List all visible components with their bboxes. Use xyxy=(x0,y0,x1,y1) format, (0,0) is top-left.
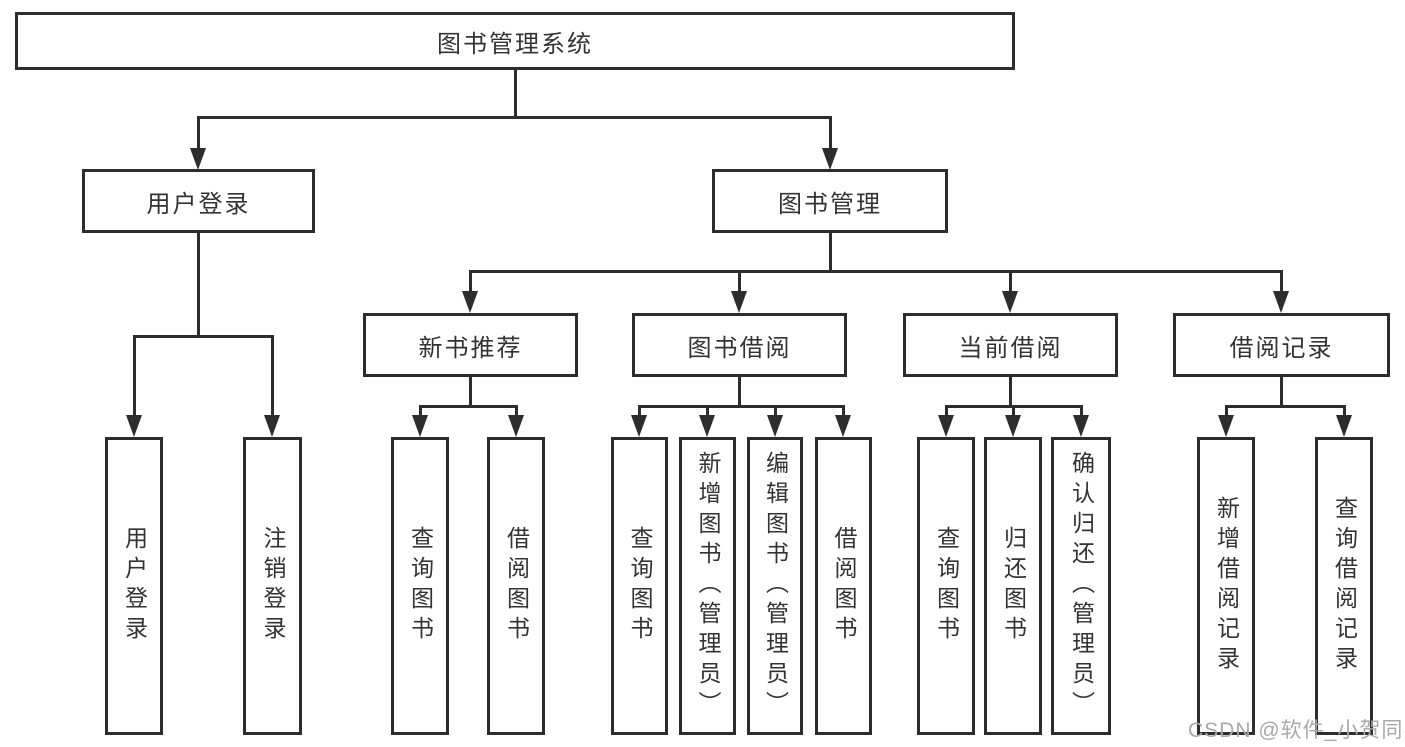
node-borrow-books-1: 借阅图书 xyxy=(487,437,545,735)
node-return-books: 归还图书 xyxy=(984,437,1042,735)
connector-current-borrowing-stem xyxy=(1009,377,1012,407)
node-query-borrow-record-label: 查询借阅记录 xyxy=(1331,496,1358,676)
node-current-borrowing: 当前借阅 xyxy=(903,313,1118,377)
node-user-login-leaf: 用户登录 xyxy=(105,437,163,735)
node-borrowing-records: 借阅记录 xyxy=(1173,313,1390,377)
node-query-books-3: 查询图书 xyxy=(917,437,975,735)
node-new-book-recommend: 新书推荐 xyxy=(363,313,578,377)
node-add-borrow-record-label: 新增借阅记录 xyxy=(1213,496,1240,676)
arrowhead-user-login-icon xyxy=(190,148,206,170)
node-query-borrow-record: 查询借阅记录 xyxy=(1315,437,1373,735)
node-current-borrowing-label: 当前借阅 xyxy=(958,334,1063,362)
connector-root-stem xyxy=(514,70,517,117)
arrowhead-book-management-icon xyxy=(822,148,838,170)
node-query-books-2: 查询图书 xyxy=(611,437,668,735)
connector-new-book-rail xyxy=(419,405,518,408)
node-query-books-1: 查询图书 xyxy=(391,437,449,735)
arrowhead-book-borrowing-icon xyxy=(731,291,747,313)
connector-book-borrowing-rail xyxy=(638,405,845,408)
node-edit-books-admin-label: 编辑图书（管理员） xyxy=(762,451,789,721)
connector-return-books-shaft xyxy=(1012,405,1015,417)
connector-user-login-leaf-shaft xyxy=(133,335,136,416)
arrowhead-query-borrow-record-icon xyxy=(1336,415,1352,437)
arrowhead-logout-icon xyxy=(264,415,280,437)
node-borrowing-records-label: 借阅记录 xyxy=(1229,334,1334,362)
connector-borrow-books-2-shaft xyxy=(842,405,845,417)
arrowhead-query-books-1-icon xyxy=(412,415,428,437)
connector-user-login-rail xyxy=(133,335,274,338)
connector-add-books-shaft xyxy=(706,405,709,417)
connector-borrowing-records-stem xyxy=(1280,377,1283,407)
connector-query-books-3-shaft xyxy=(945,405,948,417)
connector-logout-shaft xyxy=(271,335,274,416)
arrowhead-new-book-icon xyxy=(462,291,478,313)
node-book-management-label: 图书管理 xyxy=(778,190,882,218)
arrowhead-add-books-icon xyxy=(699,415,715,437)
connector-borrow-books-1-shaft xyxy=(515,405,518,417)
node-user-login-label: 用户登录 xyxy=(146,190,251,218)
node-return-books-label: 归还图书 xyxy=(1000,526,1027,646)
arrowhead-return-books-icon xyxy=(1005,415,1021,437)
connector-current-borrowing-shaft xyxy=(1009,270,1012,293)
node-edit-books-admin: 编辑图书（管理员） xyxy=(747,437,803,735)
node-add-books-admin-label: 新增图书（管理员） xyxy=(695,451,721,721)
node-confirm-return-admin: 确认归还（管理员） xyxy=(1051,437,1111,735)
connector-new-book-shaft xyxy=(469,270,472,293)
node-book-management: 图书管理 xyxy=(712,169,948,233)
node-borrow-books-2-label: 借阅图书 xyxy=(831,526,857,646)
node-query-books-2-label: 查询图书 xyxy=(627,526,653,646)
connector-root-rail xyxy=(197,116,831,119)
node-user-login: 用户登录 xyxy=(82,169,315,233)
node-root: 图书管理系统 xyxy=(15,12,1015,70)
connector-book-management-stem xyxy=(829,233,832,271)
connector-book-management-rail xyxy=(469,270,1283,273)
arrowhead-borrowing-records-icon xyxy=(1273,291,1289,313)
connector-query-borrow-record-shaft xyxy=(1343,405,1346,417)
node-root-label: 图书管理系统 xyxy=(437,30,593,58)
connector-user-login-stem xyxy=(197,233,200,337)
arrowhead-query-books-2-icon xyxy=(631,415,647,437)
connector-query-books-2-shaft xyxy=(638,405,641,417)
connector-confirm-return-shaft xyxy=(1080,405,1083,417)
node-borrow-books-2: 借阅图书 xyxy=(815,437,872,735)
node-book-borrowing-label: 图书借阅 xyxy=(687,334,792,362)
connector-query-books-1-shaft xyxy=(419,405,422,417)
connector-book-borrowing-shaft xyxy=(738,270,741,293)
node-new-book-recommend-label: 新书推荐 xyxy=(418,334,523,362)
arrowhead-user-login-leaf-icon xyxy=(126,415,142,437)
connector-new-book-stem xyxy=(469,377,472,407)
node-user-login-leaf-label: 用户登录 xyxy=(121,526,148,646)
node-query-books-1-label: 查询图书 xyxy=(407,526,434,646)
arrowhead-borrow-books-1-icon xyxy=(508,415,524,437)
connector-book-management-shaft xyxy=(829,116,832,150)
node-book-borrowing: 图书借阅 xyxy=(632,313,847,377)
connector-borrowing-records-shaft xyxy=(1280,270,1283,293)
node-confirm-return-admin-label: 确认归还（管理员） xyxy=(1068,451,1095,721)
connector-edit-books-shaft xyxy=(774,405,777,417)
arrowhead-add-borrow-record-icon xyxy=(1218,415,1234,437)
connector-book-borrowing-stem xyxy=(738,377,741,407)
arrowhead-confirm-return-icon xyxy=(1073,415,1089,437)
node-logout-leaf-label: 注销登录 xyxy=(260,526,286,646)
connector-borrowing-records-rail xyxy=(1225,405,1346,408)
csdn-watermark: CSDN @软件_小贺同学 xyxy=(1188,719,1405,742)
arrowhead-current-borrowing-icon xyxy=(1002,291,1018,313)
connector-user-login-shaft xyxy=(197,116,200,150)
node-query-books-3-label: 查询图书 xyxy=(933,526,960,646)
arrowhead-edit-books-icon xyxy=(767,415,783,437)
connector-add-borrow-record-shaft xyxy=(1225,405,1228,417)
node-logout-leaf: 注销登录 xyxy=(243,437,302,735)
arrowhead-query-books-3-icon xyxy=(938,415,954,437)
node-borrow-books-1-label: 借阅图书 xyxy=(503,526,530,646)
node-add-borrow-record: 新增借阅记录 xyxy=(1197,437,1255,735)
node-add-books-admin: 新增图书（管理员） xyxy=(679,437,736,735)
arrowhead-borrow-books-2-icon xyxy=(835,415,851,437)
